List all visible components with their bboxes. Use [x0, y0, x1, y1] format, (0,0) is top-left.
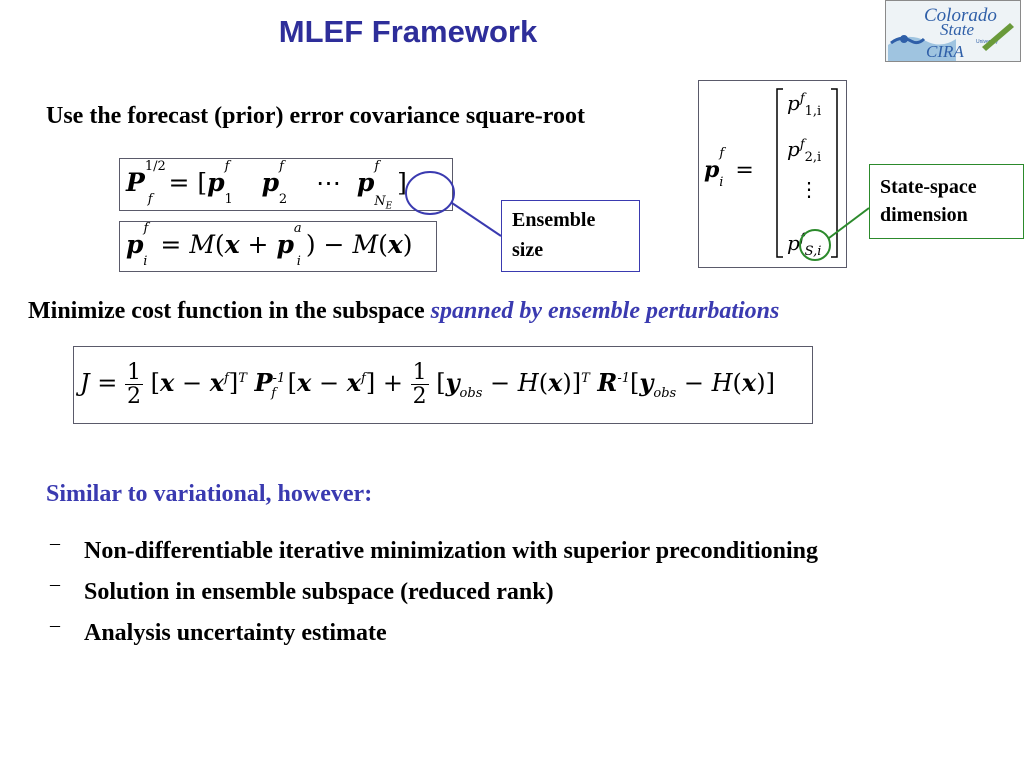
- bullet-marker: –: [50, 532, 60, 554]
- sqrt-covariance-formula: P1/2f = [pf1 pf2 ⋯ pfNE]: [126, 158, 407, 212]
- logo-graphic: Colorado State University CIRA: [886, 1, 1020, 61]
- slide-title: MLEF Framework: [278, 14, 538, 49]
- state-callout-line1: State-space: [880, 176, 977, 198]
- intro-text: Use the forecast (prior) error covarianc…: [46, 103, 585, 129]
- ensemble-size-callout: Ensemble size: [501, 200, 640, 272]
- minimize-text: Minimize cost function in the subspace: [28, 298, 425, 324]
- bullet-text-2: Solution in ensemble subspace (reduced r…: [84, 579, 554, 605]
- sqrt-covariance-formula-box: P1/2f = [pf1 pf2 ⋯ pfNE]: [119, 158, 453, 212]
- perturbation-formula-box: pfi = M(x + pai) − M(x): [119, 221, 437, 272]
- bullet-item-2: – Solution in ensemble subspace (reduced…: [46, 573, 818, 620]
- bullet-item-1: – Non-differentiable iterative minimizat…: [46, 532, 818, 579]
- bullet-item-3: – Analysis uncertainty estimate: [46, 614, 818, 661]
- minimize-highlight: spanned by ensemble perturbations: [430, 298, 780, 324]
- logo-line4: CIRA: [926, 42, 964, 61]
- ensemble-callout-line2: size: [512, 239, 544, 261]
- csu-cira-logo: Colorado State University CIRA: [885, 0, 1021, 62]
- perturbation-formula: pfi = M(x + pai) − M(x): [126, 220, 413, 269]
- bullet-list: – Non-differentiable iterative minimizat…: [46, 532, 818, 661]
- vector-brackets: [776, 88, 838, 258]
- vector-entry-3: ⋮: [799, 177, 819, 201]
- vector-lhs: pfi =: [704, 145, 754, 191]
- vector-entry-2: pf2,i: [787, 137, 822, 165]
- bullet-marker: –: [50, 573, 60, 595]
- perturbation-vector-box: pfi = pf1,i pf2,i ⋮ pfS,i: [698, 80, 847, 268]
- state-space-callout: State-space dimension: [869, 164, 1024, 239]
- bullet-text-1: Non-differentiable iterative minimizatio…: [84, 538, 818, 564]
- logo-line3: University: [976, 39, 998, 45]
- minimize-line: Minimize cost function in the subspace s…: [28, 298, 779, 325]
- logo-line2: State: [940, 20, 974, 39]
- similar-heading: Similar to variational, however:: [46, 481, 373, 507]
- logo-line1: Colorado: [924, 5, 997, 26]
- bullet-text-3: Analysis uncertainty estimate: [84, 620, 387, 646]
- vector-entry-1: pf1,i: [787, 91, 822, 119]
- ensemble-callout-line1: Ensemble: [512, 209, 596, 231]
- state-callout-line2: dimension: [880, 204, 968, 226]
- bullet-marker: –: [50, 614, 60, 636]
